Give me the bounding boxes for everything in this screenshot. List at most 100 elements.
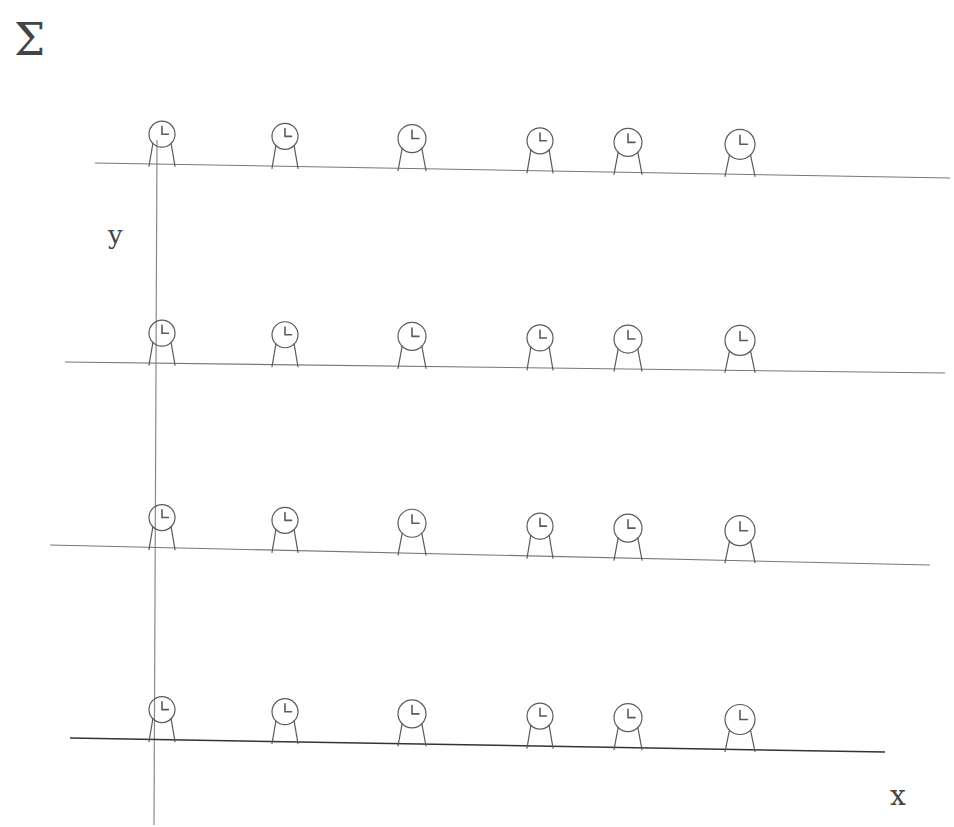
clock-leg bbox=[549, 347, 553, 370]
clock-leg bbox=[422, 148, 426, 170]
clock-icon bbox=[527, 325, 553, 370]
clock-leg bbox=[549, 725, 553, 748]
clock-icon bbox=[398, 700, 426, 746]
clock-hands bbox=[740, 331, 748, 340]
clock-icon bbox=[272, 123, 298, 168]
axis-label: y bbox=[108, 222, 123, 248]
clock-hands bbox=[412, 130, 419, 138]
clock-icon bbox=[149, 697, 175, 742]
clock-icon bbox=[398, 509, 426, 555]
clock-icon bbox=[527, 128, 553, 173]
clock-leg bbox=[398, 346, 402, 368]
clock-icon bbox=[149, 121, 175, 166]
clock-leg bbox=[549, 150, 553, 173]
clock-leg bbox=[638, 727, 642, 749]
clock-icon bbox=[272, 507, 298, 552]
grid-line bbox=[65, 362, 945, 373]
clock-leg bbox=[614, 727, 618, 749]
clock-leg bbox=[398, 533, 402, 555]
clock-leg bbox=[614, 152, 618, 174]
clock-hands bbox=[540, 133, 547, 141]
clock-leg bbox=[272, 344, 276, 367]
clock-icon bbox=[398, 125, 426, 171]
clock-icon bbox=[614, 704, 642, 750]
clock-hands bbox=[412, 705, 419, 713]
clock-hands bbox=[740, 522, 748, 531]
clock-leg bbox=[422, 533, 426, 555]
clock-leg bbox=[171, 342, 175, 365]
frame-label: Σ bbox=[14, 18, 45, 62]
clock-hands bbox=[162, 325, 169, 333]
clock-leg bbox=[751, 541, 756, 563]
clock-hands bbox=[412, 515, 419, 523]
clock-icon bbox=[272, 322, 298, 367]
clock-leg bbox=[725, 541, 730, 563]
clock-icon bbox=[149, 505, 175, 550]
y-axis bbox=[154, 140, 157, 825]
grid-line bbox=[70, 738, 885, 752]
clock-leg bbox=[171, 719, 175, 742]
clock-hands bbox=[628, 134, 635, 142]
clock-hands bbox=[540, 708, 547, 716]
clock-hands bbox=[285, 513, 292, 521]
clock-icon bbox=[527, 703, 553, 748]
clock-hands bbox=[628, 709, 635, 717]
clock-hands bbox=[285, 129, 292, 137]
clock-leg bbox=[294, 145, 298, 168]
clock-icon bbox=[149, 320, 175, 365]
clock-hands bbox=[628, 520, 635, 528]
clock-hands bbox=[540, 330, 547, 338]
clock-icon bbox=[272, 699, 298, 744]
clock-leg bbox=[527, 725, 531, 748]
clock-leg bbox=[149, 527, 153, 550]
clock-hands bbox=[740, 711, 748, 720]
clock-leg bbox=[398, 724, 402, 746]
clock-leg bbox=[751, 155, 756, 177]
clock-icon bbox=[398, 322, 426, 368]
clock-leg bbox=[294, 721, 298, 744]
clock-leg bbox=[549, 535, 553, 558]
clock-hands bbox=[162, 510, 169, 518]
clock-leg bbox=[725, 155, 730, 177]
clock-leg bbox=[171, 143, 175, 166]
clock-leg bbox=[272, 529, 276, 552]
clock-hands bbox=[162, 126, 169, 134]
clock-hands bbox=[540, 518, 547, 526]
clock-hands bbox=[162, 702, 169, 710]
clock-leg bbox=[527, 150, 531, 173]
clock-leg bbox=[527, 347, 531, 370]
grid-line bbox=[50, 545, 930, 565]
clock-leg bbox=[294, 344, 298, 367]
clock-icon bbox=[527, 513, 553, 558]
clock-icon bbox=[725, 516, 755, 563]
clock-hands bbox=[412, 328, 419, 336]
clock-hands bbox=[628, 331, 635, 339]
clock-leg bbox=[171, 527, 175, 550]
clock-leg bbox=[638, 538, 642, 560]
clock-leg bbox=[398, 148, 402, 170]
clock-leg bbox=[527, 535, 531, 558]
clock-hands bbox=[740, 135, 748, 144]
clock-hands bbox=[285, 704, 292, 712]
clock-leg bbox=[422, 724, 426, 746]
clock-leg bbox=[149, 342, 153, 365]
clock-leg bbox=[149, 143, 153, 166]
clock-leg bbox=[751, 351, 756, 373]
clock-icon bbox=[614, 514, 642, 560]
clock-leg bbox=[614, 349, 618, 371]
clock-leg bbox=[725, 730, 730, 752]
clock-leg bbox=[751, 730, 756, 752]
clock-leg bbox=[422, 346, 426, 368]
clock-leg bbox=[272, 721, 276, 744]
clock-hands bbox=[285, 327, 292, 335]
clock-leg bbox=[725, 351, 730, 373]
clock-leg bbox=[638, 152, 642, 174]
clock-icon bbox=[614, 128, 642, 174]
clock-leg bbox=[614, 538, 618, 560]
clock-leg bbox=[638, 349, 642, 371]
clock-icon bbox=[725, 129, 755, 176]
clock-icon bbox=[614, 325, 642, 371]
clock-leg bbox=[272, 145, 276, 168]
axis-label: x bbox=[890, 782, 906, 810]
